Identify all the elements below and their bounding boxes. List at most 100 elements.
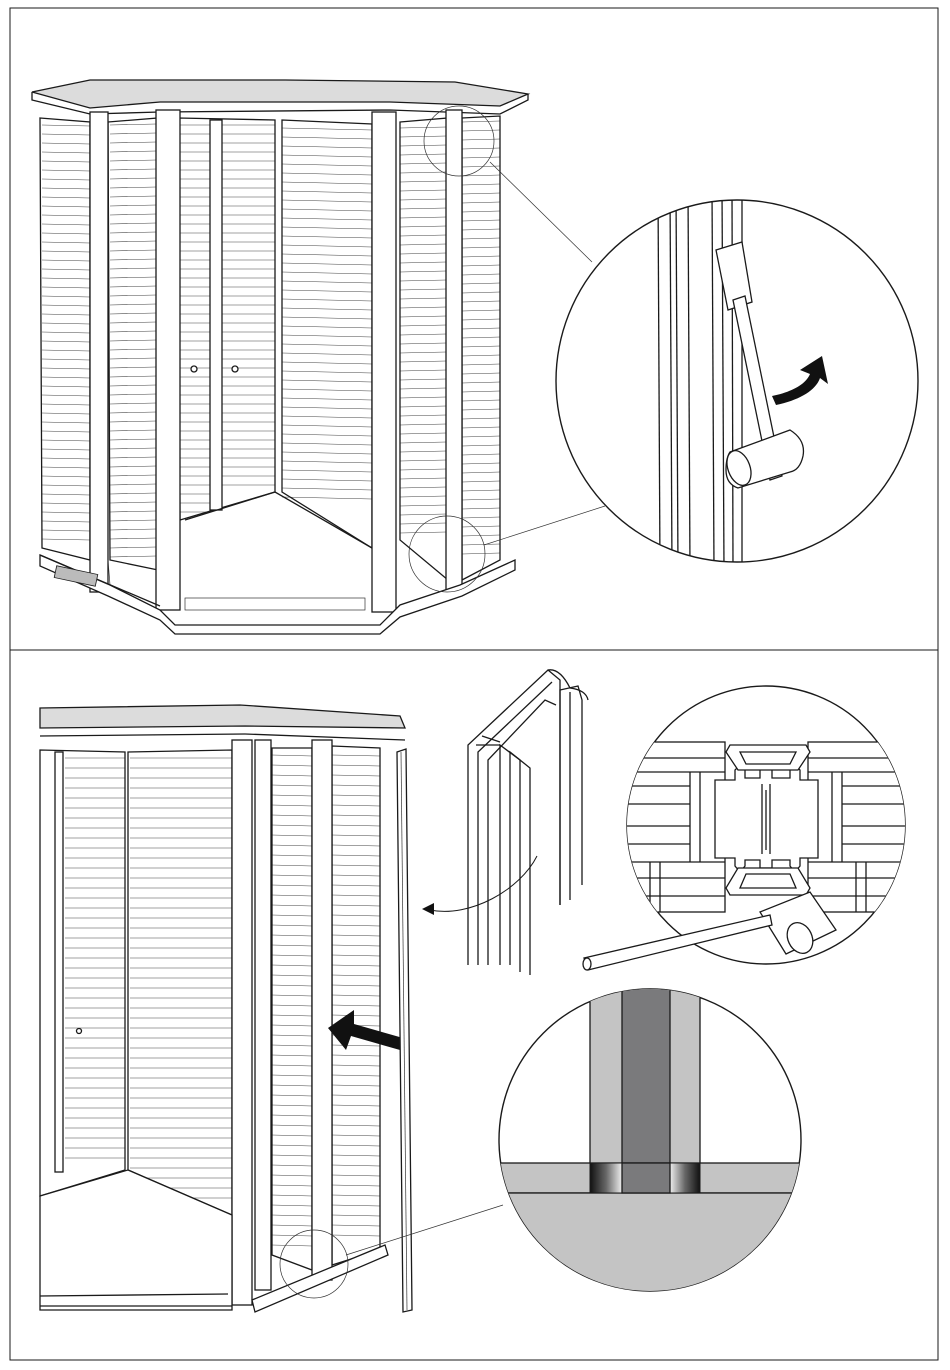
- wall-slat: [272, 815, 312, 816]
- wall-slat: [42, 431, 90, 432]
- wall-slat: [332, 1085, 380, 1086]
- wall-slat: [400, 469, 446, 470]
- wall-slat: [272, 1155, 312, 1156]
- wall-slat: [400, 289, 446, 290]
- wall-slat: [110, 151, 156, 152]
- wall-slat: [400, 433, 446, 434]
- wall-slat: [282, 191, 372, 193]
- wall-slat: [282, 299, 372, 301]
- wall-slat: [110, 448, 156, 449]
- wall-slat: [462, 553, 500, 554]
- wall-slat: [110, 556, 156, 557]
- wall-slat: [282, 155, 372, 157]
- wall-slat: [462, 355, 500, 356]
- shed-wall-slats: [42, 121, 500, 557]
- wall-slat: [110, 331, 156, 332]
- wall-slat: [400, 460, 446, 461]
- wall-slat: [400, 343, 446, 344]
- wall-slat: [272, 925, 312, 926]
- wall-slat: [332, 1205, 380, 1206]
- wall-slat: [400, 487, 446, 488]
- wall-slat: [400, 496, 446, 497]
- wall-slat: [282, 182, 372, 184]
- wall-slat: [282, 335, 372, 337]
- wall-slat: [272, 805, 312, 806]
- wall-slat: [42, 440, 90, 441]
- wall-slat: [272, 1235, 312, 1236]
- door-handle: [77, 1029, 82, 1034]
- wall-slat: [272, 945, 312, 946]
- wall-slat: [42, 395, 90, 396]
- wall-slat: [42, 287, 90, 288]
- wall-slat: [332, 1055, 380, 1056]
- wall-slat: [42, 350, 90, 351]
- wall-slat: [332, 895, 380, 896]
- wall-slat: [110, 268, 156, 269]
- wall-slat: [272, 895, 312, 896]
- wall-slat: [462, 400, 500, 401]
- wall-slat: [272, 1025, 312, 1026]
- wall-slat: [272, 915, 312, 916]
- wall-slat: [110, 484, 156, 485]
- wall-slat: [272, 965, 312, 966]
- profile-cross-section-detail: [583, 686, 918, 970]
- wall-slat: [400, 523, 446, 524]
- wall-slat: [400, 361, 446, 362]
- wall-slat: [110, 295, 156, 296]
- wall-slat: [282, 317, 372, 319]
- wall-slat: [42, 413, 90, 414]
- wall-slat: [42, 323, 90, 324]
- wall-slat: [272, 1205, 312, 1206]
- wall-slat: [332, 1175, 380, 1176]
- wall-slat: [462, 319, 500, 320]
- wall-slat: [462, 310, 500, 311]
- wall-slat: [400, 316, 446, 317]
- wall-slat: [400, 325, 446, 326]
- wall-slat: [110, 340, 156, 341]
- wall-slat: [282, 416, 372, 418]
- wall-slat: [110, 421, 156, 422]
- wall-slat: [400, 154, 446, 155]
- wall-slat: [282, 461, 372, 463]
- wall-slat: [282, 407, 372, 409]
- wall-slat: [110, 250, 156, 251]
- wall-slat: [272, 1075, 312, 1076]
- wall-slat: [272, 755, 312, 756]
- wall-slat: [42, 458, 90, 459]
- wall-slat: [42, 332, 90, 333]
- wall-slat: [42, 206, 90, 207]
- wall-slat: [400, 370, 446, 371]
- wall-slat: [282, 326, 372, 328]
- wall-slat: [462, 472, 500, 473]
- wall-slat: [400, 379, 446, 380]
- wall-slat: [42, 422, 90, 423]
- wall-slat: [110, 322, 156, 323]
- wall-slat: [400, 262, 446, 263]
- wall-slat: [42, 368, 90, 369]
- wall-slat: [282, 371, 372, 373]
- wall-slat: [332, 995, 380, 996]
- wall-slat: [400, 424, 446, 425]
- wall-slat: [400, 226, 446, 227]
- wall-slat: [42, 521, 90, 522]
- wall-slat: [332, 1105, 380, 1106]
- wall-slat: [42, 170, 90, 171]
- wall-slat: [272, 1055, 312, 1056]
- wall-slat: [110, 475, 156, 476]
- wall-slat: [110, 313, 156, 314]
- wall-slat: [110, 502, 156, 503]
- wall-slat: [282, 380, 372, 382]
- wall-slat: [462, 247, 500, 248]
- wall-slat: [332, 975, 380, 976]
- wall-slat: [400, 505, 446, 506]
- wall-slat: [42, 278, 90, 279]
- wall-slat: [462, 526, 500, 527]
- wall-slat: [332, 855, 380, 856]
- wall-slat: [42, 449, 90, 450]
- wall-slat: [462, 220, 500, 221]
- wall-slat: [110, 394, 156, 395]
- wall-slat: [332, 755, 380, 756]
- wall-slat: [462, 130, 500, 131]
- wall-slat: [400, 280, 446, 281]
